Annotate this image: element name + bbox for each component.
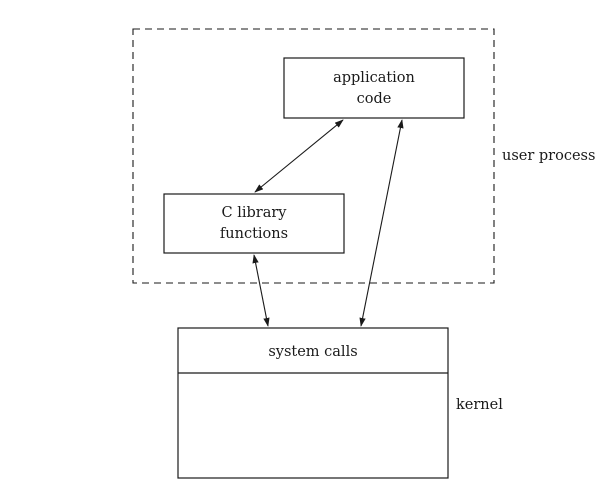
application-code-box: application code	[283, 57, 465, 119]
clib-syscalls-arrow	[252, 254, 270, 327]
c-library-box: C library functions	[163, 193, 345, 254]
kernel-label: kernel	[456, 397, 503, 413]
user-process-label: user process	[502, 148, 595, 164]
c-library-label-line1: C library	[222, 205, 288, 221]
application-code-label-line2: code	[357, 91, 392, 107]
c-library-label-line2: functions	[220, 226, 288, 242]
kernel-box: system calls	[177, 327, 449, 479]
app-syscalls-arrow	[359, 119, 404, 327]
app-clib-arrow	[254, 119, 344, 193]
system-calls-label: system calls	[268, 344, 357, 360]
application-code-label-line1: application	[333, 70, 415, 86]
user-process-boundary	[132, 28, 495, 284]
